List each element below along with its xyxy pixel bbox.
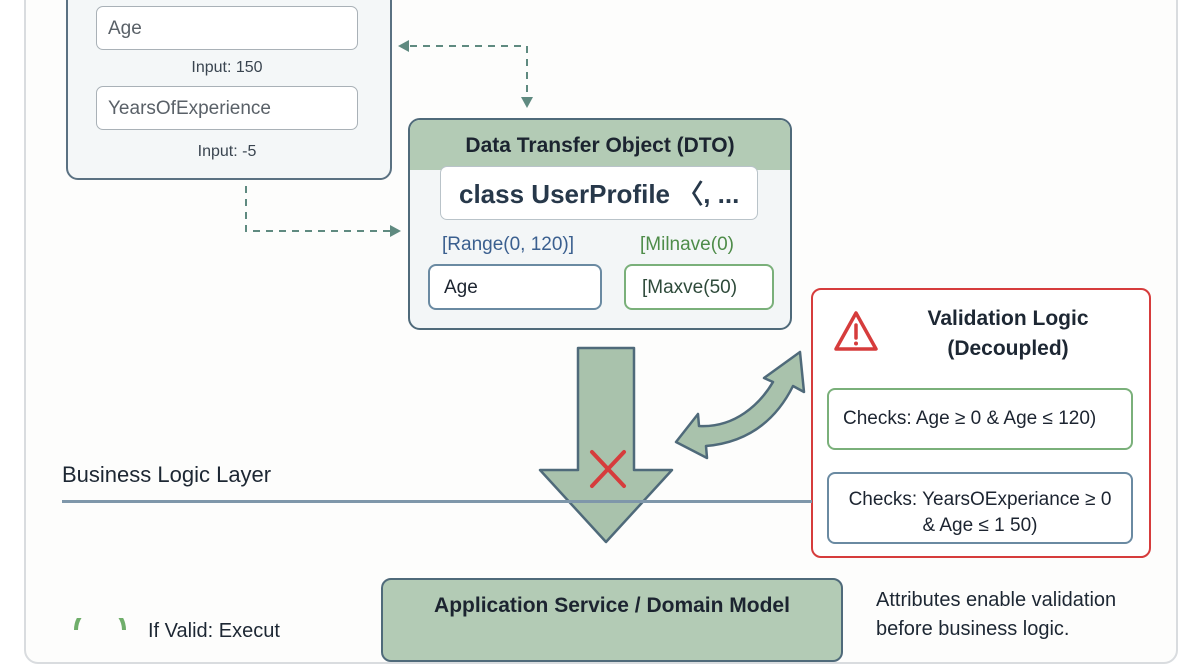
age-property-box: Age (428, 264, 602, 310)
age-check-rule: Checks: Age ≥ 0 & Age ≤ 120) (827, 388, 1133, 450)
business-logic-layer-divider (62, 500, 812, 503)
if-valid-label: If Valid: Execut (148, 620, 280, 642)
years-of-experience-field[interactable]: YearsOfExperience (96, 86, 358, 130)
input-form-panel: Age Input: 150 YearsOfExperience Input: … (66, 0, 392, 180)
age-input-hint: Input: 150 (191, 59, 263, 76)
dashed-connector-from-panel (245, 186, 390, 232)
validation-title-line-2: (Decoupled) (947, 337, 1069, 360)
warning-triangle-icon (834, 311, 878, 351)
red-x-icon (590, 450, 626, 488)
dashed-arrow-head-down (521, 97, 533, 108)
dto-title: Data Transfer Object (DTO) (410, 120, 790, 170)
min-value-attribute: [Milnave(0) (640, 234, 734, 255)
annotation-note: Attributes enable validation before busi… (876, 586, 1166, 644)
application-service-title: Application Service / Domain Model (434, 594, 790, 617)
dto-box: Data Transfer Object (DTO) class UserPro… (408, 118, 792, 330)
max-value-attribute-box: [Maxve(50) (624, 264, 774, 310)
validation-title-line-1: Validation Logic (927, 307, 1089, 330)
note-line-1: Attributes enable validation (876, 589, 1117, 611)
dto-class-declaration: class UserProfile 〈, ... (440, 166, 758, 220)
double-curved-arrow-icon (674, 350, 806, 460)
experience-check-rule: Checks: YearsOExperiance ≥ 0 & Age ≤ 1 5… (827, 472, 1133, 544)
validation-title: Validation Logic (Decoupled) (883, 304, 1133, 364)
years-input-hint: Input: -5 (197, 143, 257, 160)
dashed-arrow-head-right (390, 225, 401, 237)
check-circle-icon (74, 618, 126, 630)
experience-check-line-2: & Age ≤ 1 50) (922, 515, 1038, 536)
validation-logic-panel: Validation Logic (Decoupled) Checks: Age… (811, 288, 1151, 558)
application-service-box: Application Service / Domain Model (381, 578, 843, 662)
range-attribute: [Range(0, 120)] (442, 234, 575, 255)
dashed-arrow-head-left (398, 40, 409, 52)
business-logic-layer-label: Business Logic Layer (62, 462, 272, 487)
age-field[interactable]: Age (96, 6, 358, 50)
experience-check-line-1: Checks: YearsOExperiance ≥ 0 (848, 489, 1112, 510)
connector-layer (245, 40, 806, 544)
dashed-connector-to-dto (410, 45, 528, 100)
down-arrow-icon (538, 346, 674, 544)
